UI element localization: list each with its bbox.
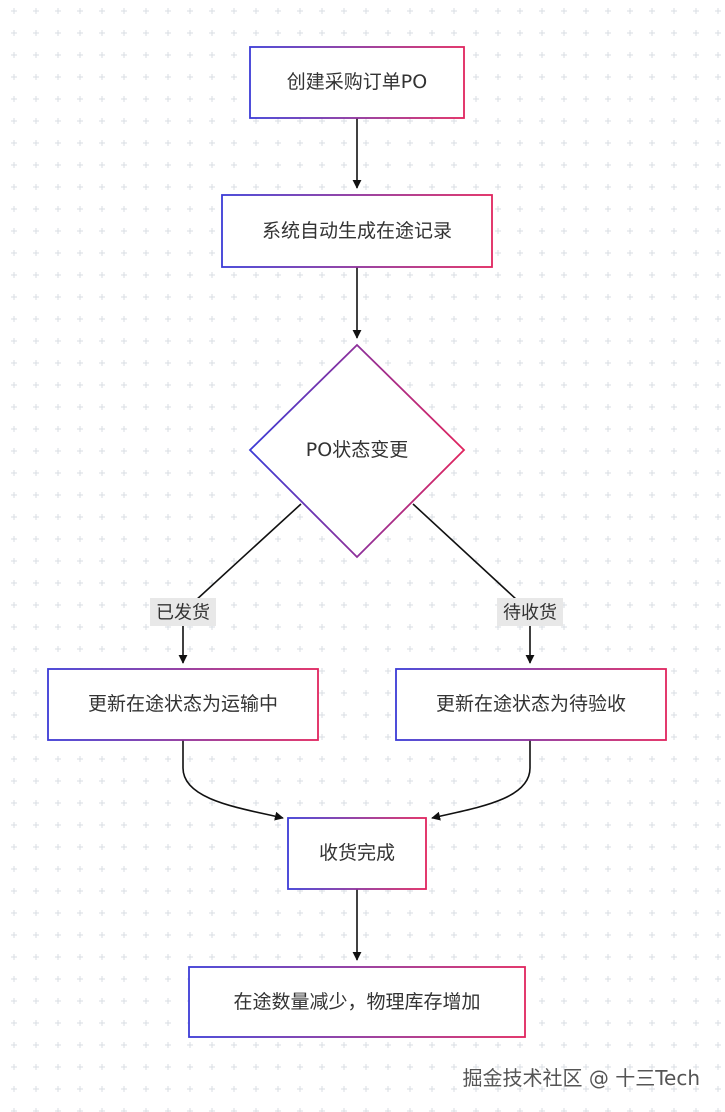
node-final-update-label: 在途数量减少，物理库存增加: [233, 991, 480, 1013]
node-auto-record-label: 系统自动生成在途记录: [262, 220, 452, 242]
node-update-in-transit: 更新在途状态为运输中: [47, 668, 319, 741]
edge-label-shipped-text: 已发货: [156, 603, 210, 624]
edge-label-pending-receipt: 待收货: [497, 598, 563, 626]
node-update-pending-inspection-label: 更新在途状态为待验收: [436, 693, 626, 715]
node-update-pending-inspection: 更新在途状态为待验收: [395, 668, 667, 741]
edge-label-pending-receipt-text: 待收货: [503, 603, 557, 624]
node-auto-record: 系统自动生成在途记录: [221, 194, 493, 268]
edge-inspection-to-receiving: [431, 740, 531, 821]
node-receiving-complete-label: 收货完成: [319, 842, 395, 864]
node-final-update: 在途数量减少，物理库存增加: [188, 966, 526, 1038]
node-receiving-complete: 收货完成: [287, 817, 427, 890]
node-create-po: 创建采购订单PO: [249, 46, 465, 119]
node-update-in-transit-label: 更新在途状态为运输中: [88, 693, 278, 715]
decision-po-status-change-label: PO状态变更: [306, 439, 408, 461]
watermark-text: 掘金技术社区 @ 十三Tech: [462, 1066, 700, 1090]
node-create-po-label: 创建采购订单PO: [287, 71, 427, 93]
decision-po-status-change: PO状态变更: [248, 343, 466, 559]
edge-label-shipped: 已发货: [150, 598, 216, 626]
edge-transit-to-receiving: [182, 740, 284, 821]
